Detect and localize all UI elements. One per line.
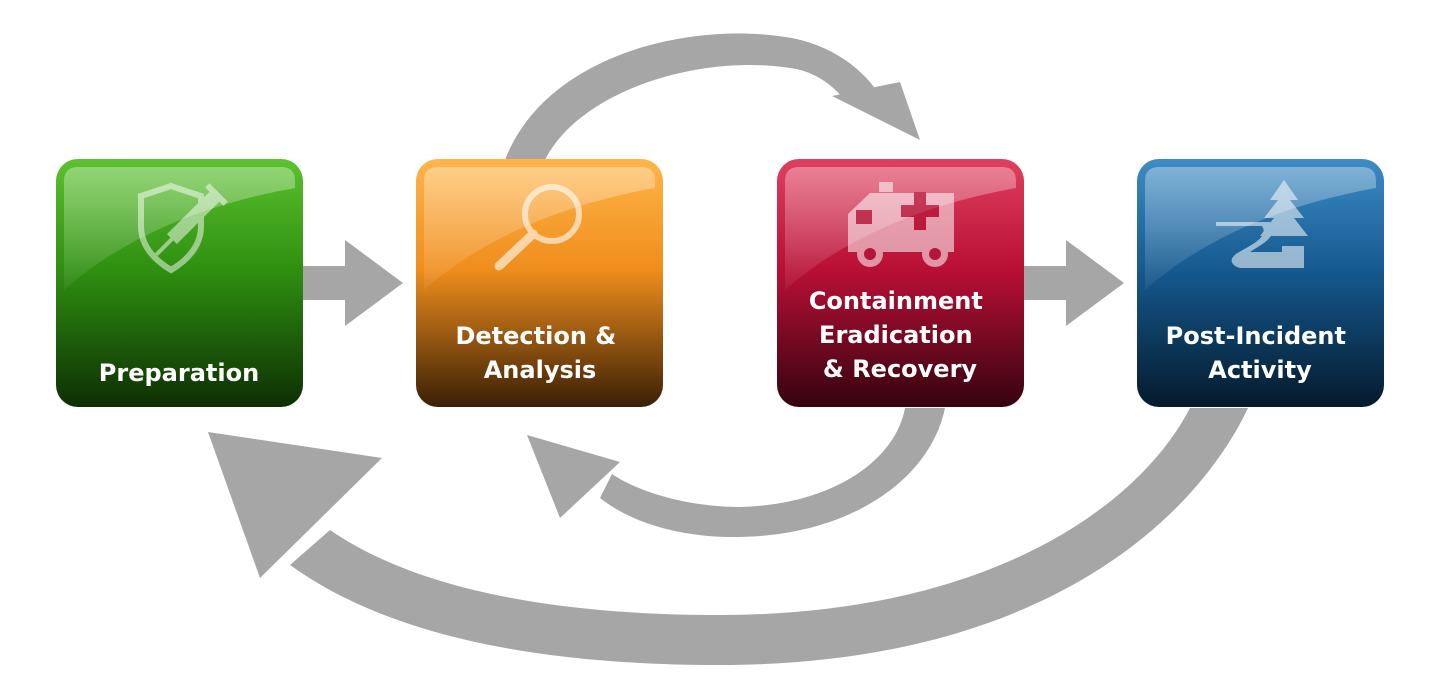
phase-tile-containment-eradication-recovery: Containment Eradication & Recovery [777, 159, 1024, 407]
arrow-detection-to-containment [505, 33, 920, 160]
label-line: Preparation [99, 359, 259, 387]
arrow-containment-to-detection [527, 408, 945, 538]
phase-label-detection-analysis: Detection & Analysis [455, 322, 624, 384]
phase-label-preparation: Preparation [99, 359, 259, 387]
label-line: & Recovery [823, 355, 978, 383]
shield-syringe-icon [138, 182, 228, 274]
label-line: Containment [809, 287, 983, 315]
label-line: Activity [1208, 356, 1312, 384]
label-line: Detection & [455, 322, 616, 350]
label-line: Eradication [819, 321, 973, 349]
magnifier-icon [494, 184, 582, 271]
phase-tile-preparation: Preparation [56, 159, 303, 407]
phase-tile-detection-analysis: Detection & Analysis [416, 159, 663, 407]
label-line: Analysis [484, 356, 597, 384]
arrow-containment-to-post-incident [1024, 240, 1124, 326]
arrow-preparation-to-detection [303, 240, 403, 326]
label-line: Post-Incident [1166, 322, 1346, 350]
phase-label-containment-eradication-recovery: Containment Eradication & Recovery [809, 287, 991, 383]
road-tree-icon [1216, 180, 1308, 268]
phase-label-post-incident-activity: Post-Incident Activity [1166, 322, 1355, 384]
ambulance-icon [848, 182, 954, 267]
phase-tile-post-incident-activity: Post-Incident Activity [1137, 159, 1384, 407]
arrow-post-incident-to-preparation [208, 408, 1248, 665]
